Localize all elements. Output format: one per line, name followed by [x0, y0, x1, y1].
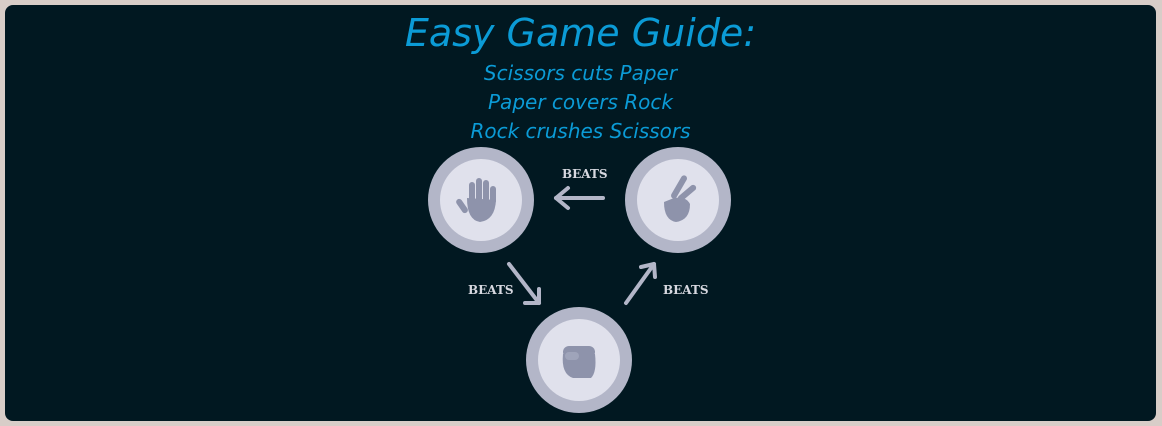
game-guide-panel: Easy Game Guide: Scissors cuts Paper Pap…: [5, 5, 1156, 421]
rock-choice: [526, 307, 632, 413]
beats-arrows: [507, 186, 657, 305]
paper-choice: [428, 147, 534, 253]
beats-label-left: BEATS: [468, 283, 514, 297]
scissors-choice: [625, 147, 731, 253]
guide-title: Easy Game Guide:: [404, 11, 757, 55]
rule-rock-scissors: Rock crushes Scissors: [470, 119, 691, 143]
hand-rock-icon: [562, 346, 596, 378]
rule-paper-rock: Paper covers Rock: [488, 90, 673, 114]
beats-label-right: BEATS: [663, 283, 709, 297]
hand-paper-icon: [456, 178, 496, 222]
beats-label-top: BEATS: [562, 167, 608, 181]
arrow-scissors-to-paper: [554, 186, 605, 210]
arrow-rock-to-scissors: [624, 262, 657, 305]
arrow-paper-to-rock: [507, 262, 541, 305]
hand-scissors-icon: [664, 175, 697, 222]
rule-scissors-paper: Scissors cuts Paper: [483, 61, 678, 85]
